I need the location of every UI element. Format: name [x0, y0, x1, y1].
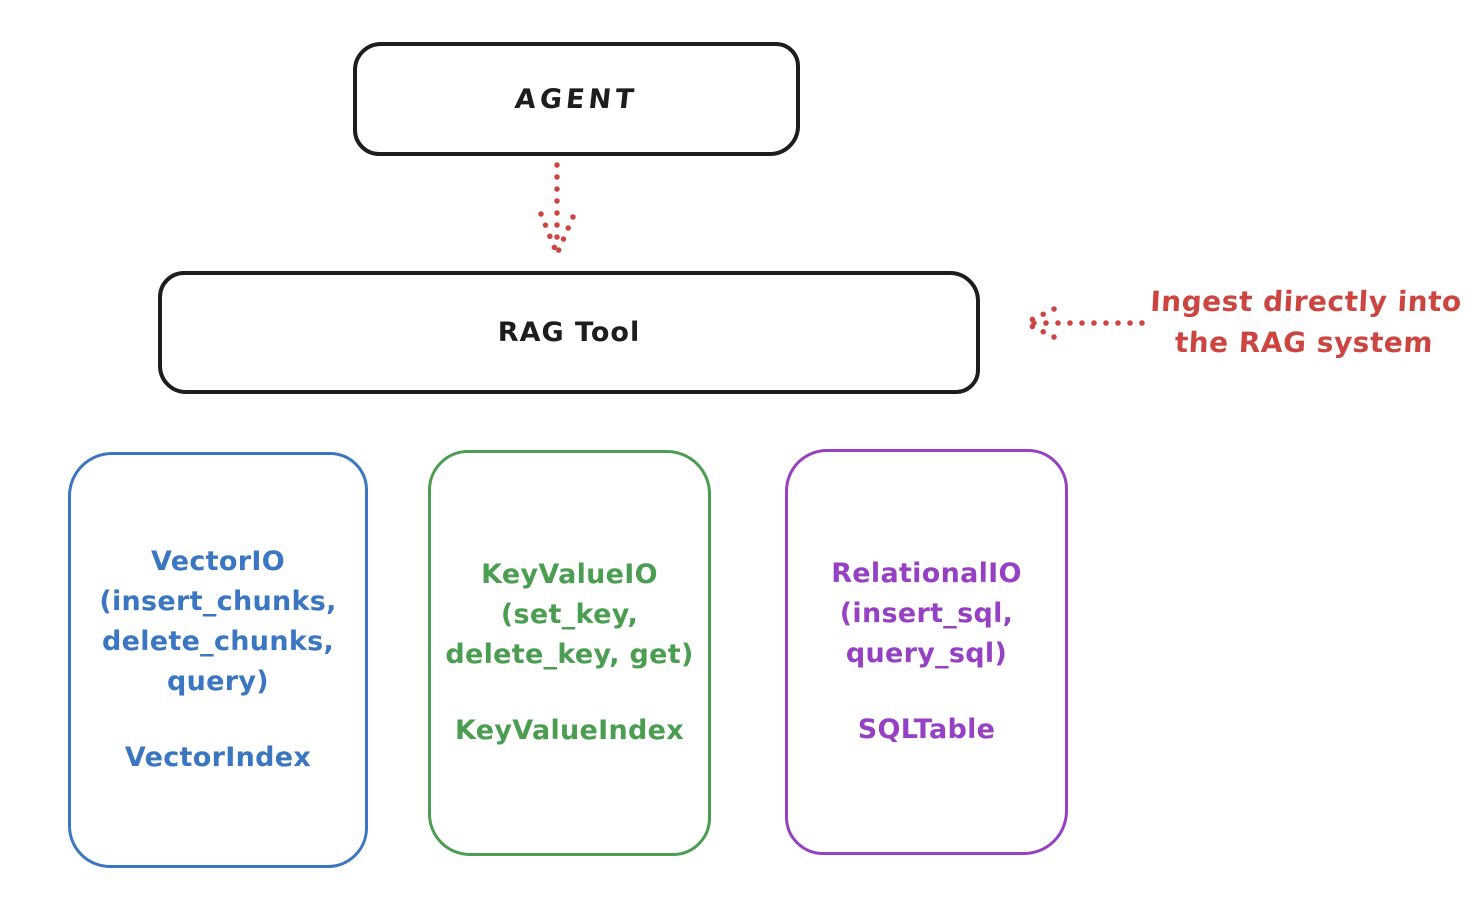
- agent-node: AGENT: [353, 42, 800, 156]
- ingest-arrow-icon: [1022, 306, 1145, 340]
- sql-table-label: SQLTable: [857, 714, 996, 745]
- relational-io-node: RelationalIO (insert_sql, query_sql) SQL…: [785, 449, 1068, 855]
- keyvalue-index-label: KeyValueIndex: [454, 715, 684, 746]
- vector-index-label: VectorIndex: [124, 742, 312, 773]
- agent-to-ragtool-arrow-icon: [538, 162, 576, 257]
- rag-tool-label: RAG Tool: [497, 317, 641, 348]
- vector-io-node: VectorIO (insert_chunks, delete_chunks, …: [68, 452, 368, 868]
- ingest-annotation: Ingest directly into the RAG system: [1149, 285, 1463, 359]
- rag-tool-node: RAG Tool: [158, 271, 980, 394]
- vector-io-body: VectorIO (insert_chunks, delete_chunks, …: [99, 546, 337, 697]
- agent-label: AGENT: [513, 83, 640, 115]
- keyvalue-io-node: KeyValueIO (set_key, delete_key, get) Ke…: [428, 450, 711, 856]
- relational-io-body: RelationalIO (insert_sql, query_sql): [831, 558, 1022, 669]
- keyvalue-io-body: KeyValueIO (set_key, delete_key, get): [445, 559, 694, 670]
